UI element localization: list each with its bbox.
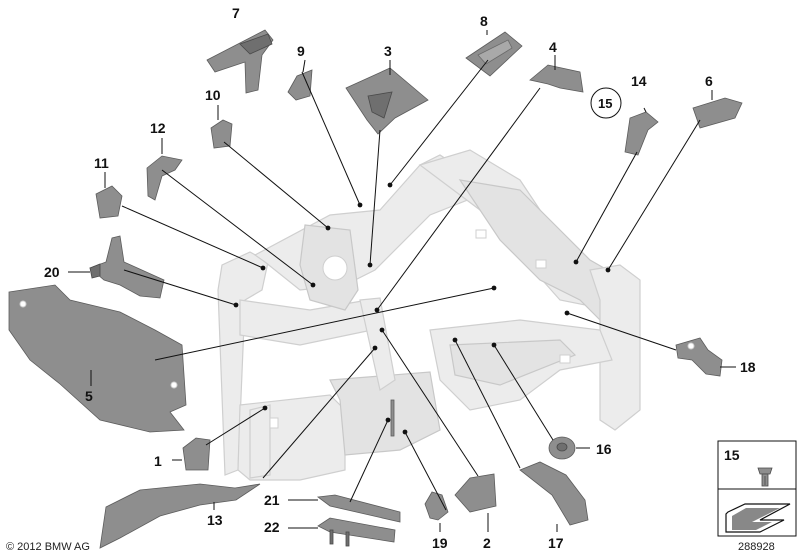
part-17-bar (519, 461, 589, 526)
part-18-bracket (675, 337, 723, 377)
part-10-clip (210, 119, 233, 149)
part-4-bracket (529, 64, 584, 93)
part-1-bracket (182, 437, 211, 471)
callout-3: 3 (384, 43, 392, 59)
callout-1: 1 (154, 453, 162, 469)
direction-arrow-icon (725, 503, 791, 533)
callout-21: 21 (264, 492, 280, 508)
callout-numbers: 7 8 9 3 4 14 6 10 12 11 20 5 1 13 21 22 … (44, 5, 756, 551)
front-end-frame (217, 149, 641, 481)
callout-6: 6 (705, 73, 713, 89)
legend-box: 15 (717, 440, 797, 537)
leader-lines (68, 30, 736, 532)
part-14-bracket (624, 111, 659, 156)
part-19-clip (424, 491, 449, 521)
legend-item-label: 15 (724, 447, 740, 463)
callout-13: 13 (207, 512, 223, 528)
copyright-text: © 2012 BMW AG (6, 541, 90, 553)
part-5-panel (8, 284, 187, 433)
callout-8: 8 (480, 13, 488, 29)
callout-2: 2 (483, 535, 491, 551)
callout-16: 16 (596, 441, 612, 457)
leader-dots (233, 182, 611, 435)
part-21-strip (316, 494, 401, 523)
part-6-bracket (692, 97, 743, 129)
callout-10: 10 (205, 87, 221, 103)
part-11-clip (95, 185, 123, 219)
callout-15: 15 (598, 96, 612, 111)
callout-11: 11 (94, 155, 109, 171)
callout-22: 22 (264, 519, 280, 535)
callout-14: 14 (631, 73, 647, 89)
callout-15-circle (590, 87, 622, 119)
callout-20: 20 (44, 264, 60, 280)
part-13-panel (99, 483, 261, 549)
push-rivet-icon (757, 467, 773, 487)
part-8-bracket (465, 31, 523, 77)
callout-18: 18 (740, 359, 756, 375)
part-3-panel (345, 67, 429, 135)
part-9-bracket (287, 69, 313, 101)
callout-19: 19 (432, 535, 448, 551)
part-2-block (454, 473, 497, 513)
callout-7: 7 (232, 5, 240, 21)
callout-4: 4 (549, 39, 557, 55)
bolt-diagram (390, 399, 395, 437)
part-7-bracket (206, 29, 274, 94)
callout-5: 5 (85, 388, 93, 404)
part-12-bracket (146, 155, 183, 201)
callout-9: 9 (297, 43, 305, 59)
callout-17: 17 (548, 535, 564, 551)
part-20-bracket (89, 235, 165, 299)
part-16-grommet (548, 436, 576, 460)
document-number: 288928 (738, 541, 775, 553)
part-22-strip (317, 517, 396, 547)
callout-12: 12 (150, 120, 166, 136)
